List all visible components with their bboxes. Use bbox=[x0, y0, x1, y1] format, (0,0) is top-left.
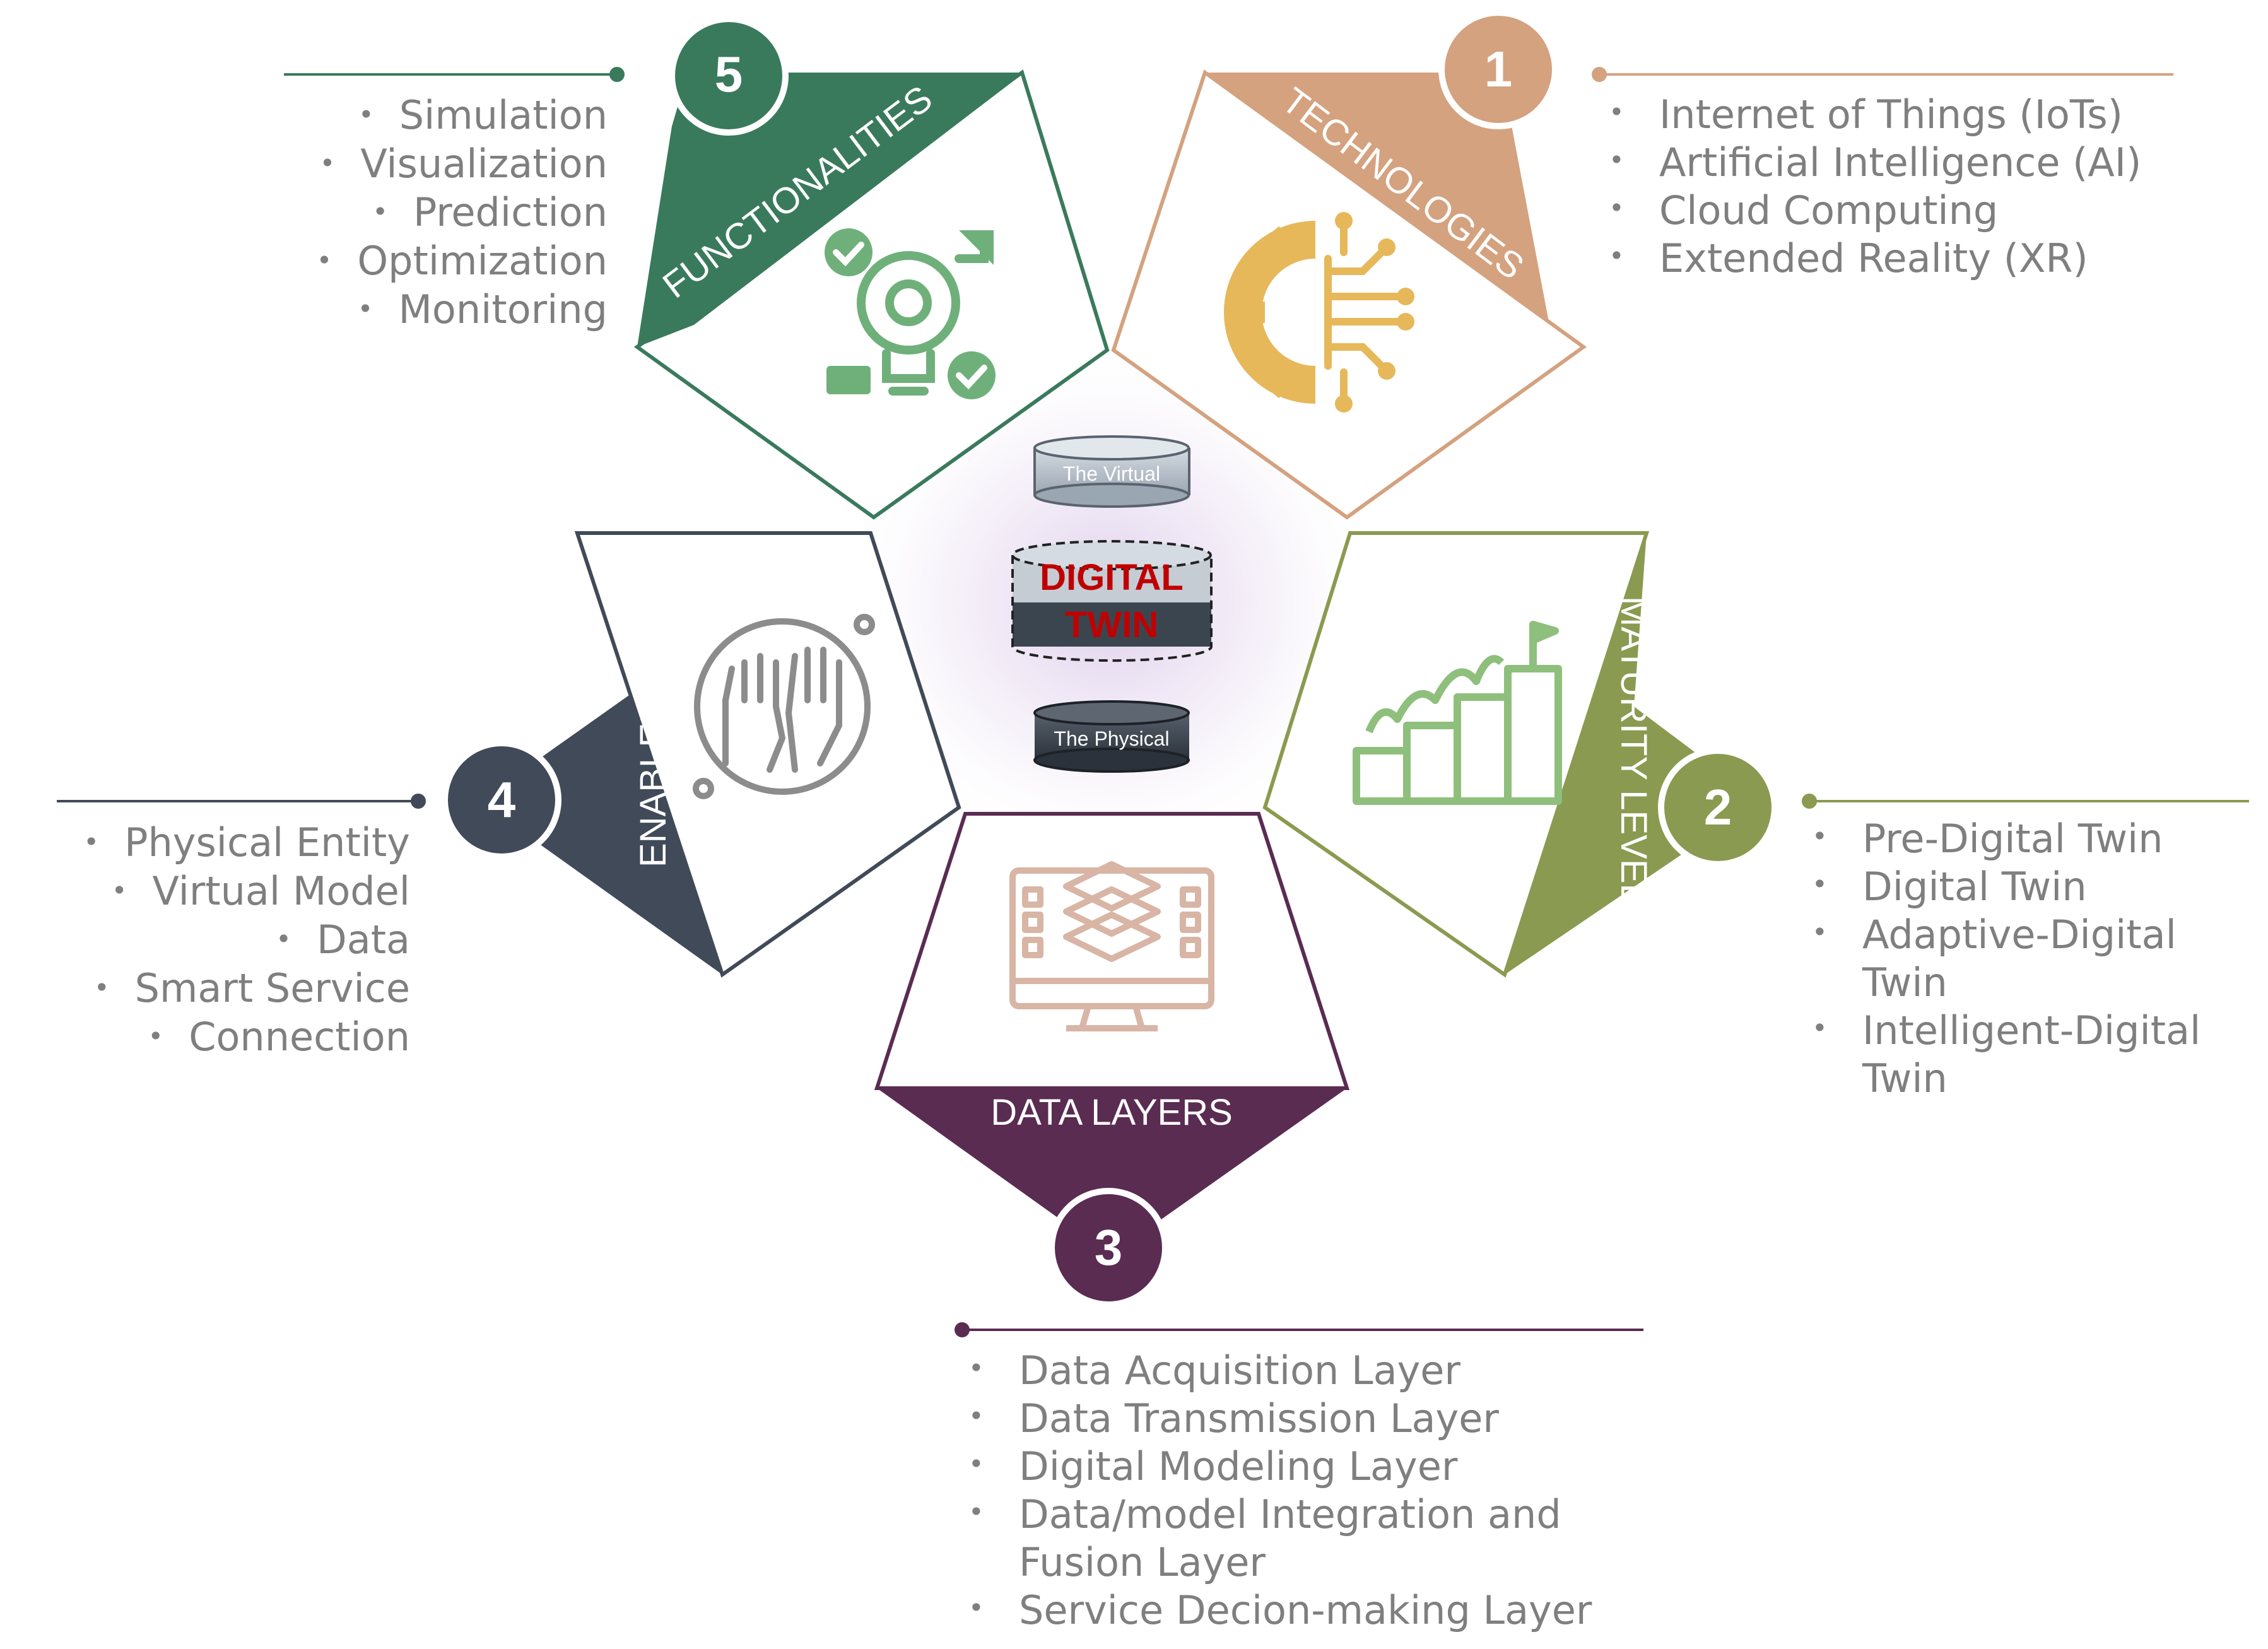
list-item: Service Decion-making Layer bbox=[968, 1584, 1650, 1634]
list-item: Intelligent-Digital Twin bbox=[1812, 1004, 2228, 1103]
raised-hands-icon bbox=[693, 614, 875, 799]
center-top-label: The Virtual bbox=[1063, 462, 1160, 485]
badge-1: 1 bbox=[1438, 9, 1558, 129]
svg-text:1: 1 bbox=[1484, 41, 1513, 97]
maturity-levels-title: MATURITY LEVELS bbox=[1613, 596, 1654, 928]
segment-technologies: TECHNOLOGIES bbox=[1111, 69, 1587, 520]
center-title-line1: DIGITAL bbox=[1040, 557, 1184, 598]
technologies-list: Internet of Things (IoTs) Artificial Int… bbox=[1609, 88, 2141, 283]
functionalities-band bbox=[637, 73, 1022, 347]
badge-3: 3 bbox=[1049, 1188, 1168, 1308]
cylinder-physical: The Physical bbox=[1033, 700, 1190, 773]
cylinder-digital-twin: DIGITAL TWIN bbox=[1011, 540, 1213, 662]
list-item: Smart Service bbox=[83, 964, 410, 1012]
technologies-band bbox=[1205, 73, 1583, 347]
list-item: Visualization bbox=[317, 139, 608, 188]
center-digital-twin: The Virtual DIGITAL TWIN The Physical bbox=[1011, 435, 1213, 773]
list-item: Internet of Things (IoTs) bbox=[1609, 88, 2141, 139]
list-item: Adaptive-Digital Twin bbox=[1812, 908, 2228, 1007]
list-item: Extended Reality (XR) bbox=[1609, 232, 2141, 283]
list-item: Pre-Digital Twin bbox=[1812, 813, 2228, 863]
list-item: Digital Twin bbox=[1812, 860, 2228, 911]
svg-text:4: 4 bbox=[488, 772, 516, 828]
list-item: Data Acquisition Layer bbox=[968, 1344, 1650, 1395]
list-item: Digital Modeling Layer bbox=[968, 1440, 1650, 1491]
monitor-layers-icon bbox=[1009, 861, 1214, 1031]
functionalities-list: Simulation Visualization Prediction Opti… bbox=[317, 91, 608, 334]
list-item: Optimization bbox=[317, 237, 608, 285]
leader-lines bbox=[57, 67, 2249, 1337]
segment-maturity-levels: MATURITY LEVELS bbox=[1262, 531, 1760, 978]
badge-4: 4 bbox=[442, 740, 561, 860]
list-item: Virtual Model bbox=[83, 867, 410, 915]
segment-data-layers: DATA LAYERS bbox=[874, 812, 1350, 1255]
svg-text:2: 2 bbox=[1704, 779, 1732, 835]
list-item: Connection bbox=[83, 1012, 410, 1061]
segment-functionalities: FUNCTIONALITIES bbox=[633, 69, 1110, 520]
gear-lightbulb-checklist-icon bbox=[825, 228, 996, 399]
data-layers-list: Data Acquisition Layer Data Transmission… bbox=[968, 1344, 1650, 1634]
list-item: Cloud Computing bbox=[1609, 184, 2141, 235]
center-title-line2: TWIN bbox=[1065, 604, 1158, 645]
badge-2: 2 bbox=[1658, 748, 1778, 867]
list-item: Prediction bbox=[317, 188, 608, 237]
badge-5: 5 bbox=[669, 16, 789, 136]
center-bottom-label: The Physical bbox=[1054, 727, 1169, 750]
list-item: Monitoring bbox=[317, 285, 608, 334]
list-item: Data bbox=[83, 915, 410, 964]
enablers-band bbox=[479, 533, 722, 975]
list-item: Simulation bbox=[317, 91, 608, 139]
list-item: Data Transmission Layer bbox=[968, 1392, 1650, 1443]
data-layers-band bbox=[877, 1088, 1347, 1255]
svg-text:3: 3 bbox=[1095, 1219, 1123, 1276]
growth-steps-flag-icon bbox=[1353, 621, 1562, 805]
enablers-title: ENABLERS bbox=[633, 672, 674, 867]
list-item: Physical Entity bbox=[83, 818, 410, 867]
segment-enablers: ENABLERS bbox=[479, 531, 961, 978]
list-item: Data/model Integration and Fusion Layer bbox=[968, 1488, 1650, 1587]
svg-text:5: 5 bbox=[715, 46, 743, 102]
gear-circuit-icon bbox=[1224, 212, 1414, 413]
cylinder-virtual: The Virtual bbox=[1033, 435, 1190, 508]
enablers-list: Physical Entity Virtual Model Data Smart… bbox=[83, 818, 410, 1061]
maturity-levels-list: Pre-Digital Twin Digital Twin Adaptive-D… bbox=[1812, 813, 2228, 1103]
maturity-levels-band bbox=[1505, 533, 1760, 975]
list-item: Artificial Intelligence (AI) bbox=[1609, 136, 2141, 187]
data-layers-title: DATA LAYERS bbox=[990, 1092, 1233, 1133]
